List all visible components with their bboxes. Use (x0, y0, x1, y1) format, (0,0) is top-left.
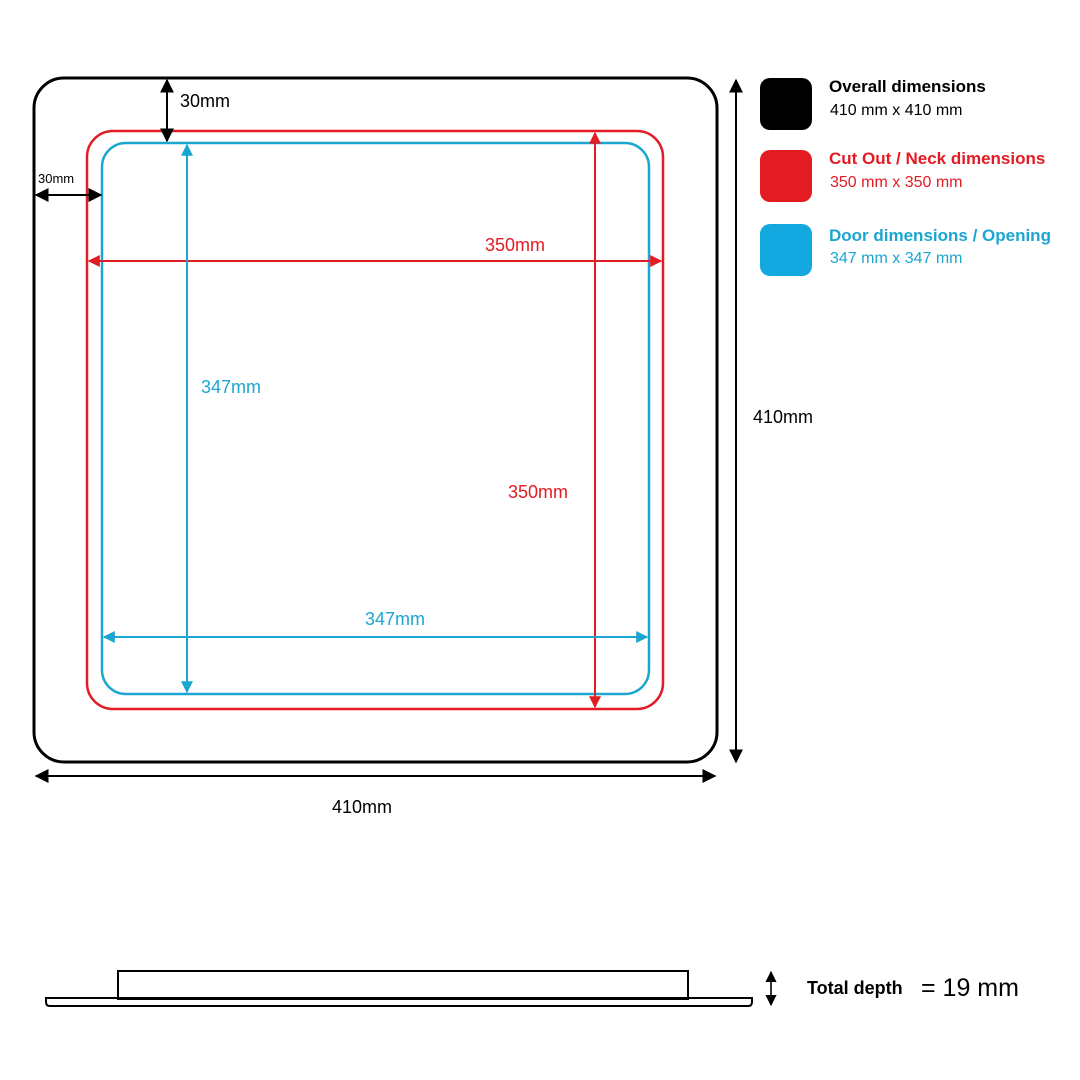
legend-cutout-value: 350 mm x 350 mm (830, 174, 963, 191)
depth-value: = 19 mm (921, 974, 1019, 1002)
side-profile (45, 970, 753, 1007)
cutout-height-label: 350mm (508, 482, 568, 502)
legend-door-title: Door dimensions / Opening (829, 226, 1051, 245)
legend-cutout-title: Cut Out / Neck dimensions (829, 149, 1046, 168)
door-outline (100, 141, 651, 696)
overall-height-label: 410mm (753, 407, 813, 427)
top-margin-label: 30mm (180, 91, 230, 111)
left-margin-label: 30mm (38, 171, 74, 186)
door-swatch (760, 224, 812, 276)
overall-width-label: 410mm (332, 797, 392, 817)
cutout-outline (85, 129, 665, 711)
overall-swatch (760, 78, 812, 130)
legend-overall-title: Overall dimensions (829, 77, 986, 96)
door-width-label: 347mm (365, 609, 425, 629)
door-height-label: 347mm (201, 377, 261, 397)
legend-door-value: 347 mm x 347 mm (830, 250, 963, 267)
legend-overall-value: 410 mm x 410 mm (830, 102, 963, 119)
overall-frame (32, 76, 719, 764)
cutout-width-label: 350mm (485, 235, 545, 255)
cutout-swatch (760, 150, 812, 202)
depth-label: Total depth (807, 978, 903, 998)
